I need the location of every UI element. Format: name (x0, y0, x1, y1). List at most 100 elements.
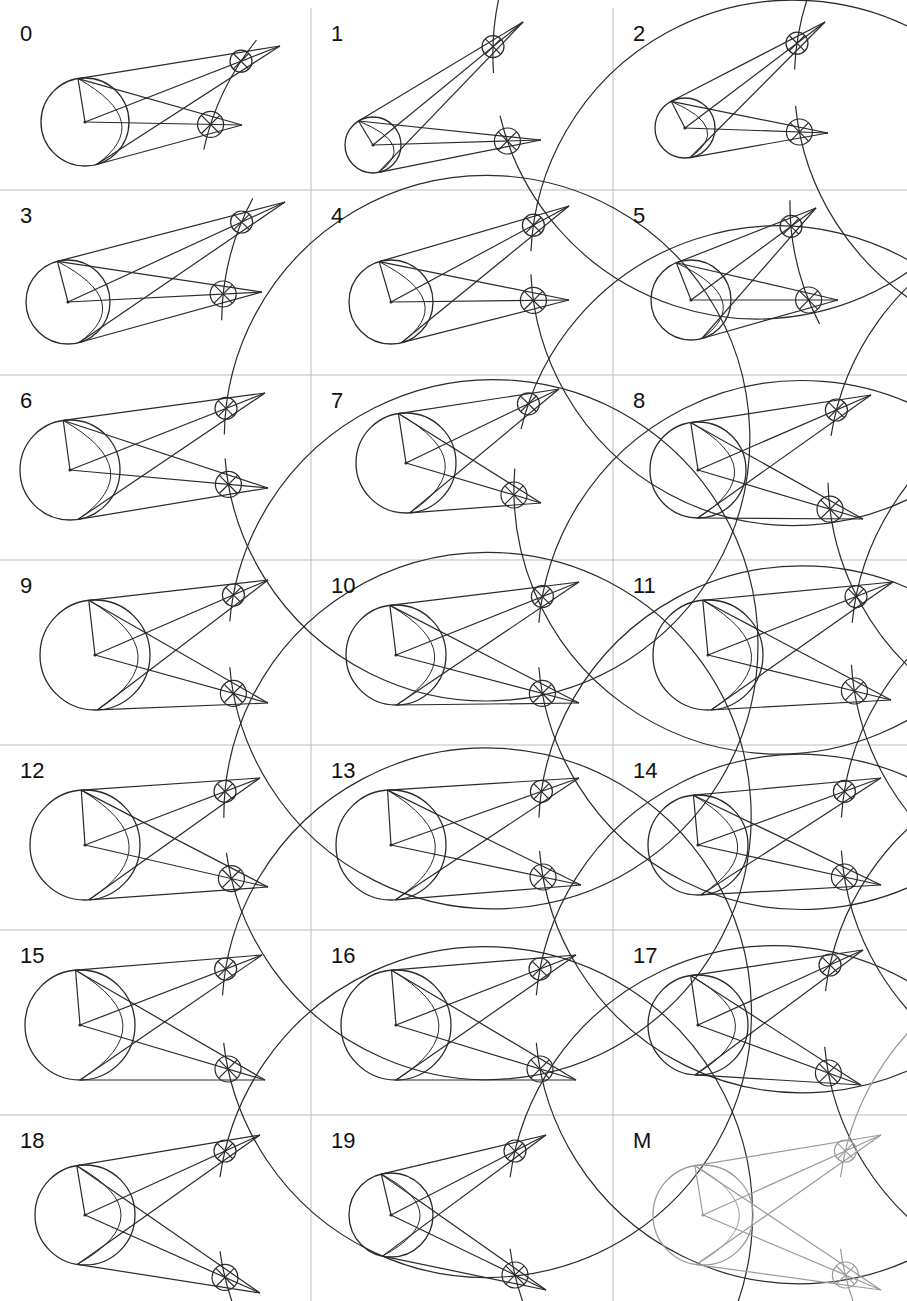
base-circle (653, 600, 763, 710)
cross-line (80, 955, 262, 1080)
radius-line (693, 795, 698, 845)
marker-cross (234, 214, 249, 229)
marker-cross (217, 1143, 232, 1158)
construction-sketch (336, 566, 907, 1093)
marker-circle (218, 866, 244, 892)
marker-cross (800, 291, 818, 309)
marker-circle (214, 780, 236, 802)
cross-line (382, 1135, 546, 1256)
cross-line (690, 22, 825, 158)
marker-cross (532, 961, 547, 976)
marker-circle (231, 211, 253, 233)
cross-line (397, 582, 579, 705)
marker-cross (789, 36, 804, 51)
cross-line (711, 582, 893, 710)
tangent-line (395, 885, 581, 900)
marker-cross (219, 1060, 237, 1078)
construction-arc (825, 757, 907, 1288)
marker-cross (524, 291, 542, 309)
construction-arc (841, 946, 907, 1301)
cross-line (97, 46, 280, 164)
construction-arc (539, 566, 907, 1093)
marker-cross (526, 218, 541, 233)
marker-circle (530, 864, 556, 890)
center-dot (696, 843, 699, 846)
tangent-line (401, 300, 569, 343)
construction-line (85, 1135, 260, 1215)
tangent-line (410, 503, 541, 513)
marker-cross (226, 587, 241, 602)
cross-line (396, 955, 576, 1080)
center-dot (389, 300, 392, 303)
cross-line (388, 790, 581, 885)
construction-sketch (25, 748, 751, 1278)
marker-cross (836, 1266, 854, 1284)
marker-cross (214, 285, 232, 303)
tangent-line (396, 1079, 576, 1080)
panel-number: 1 (331, 22, 343, 46)
construction-arc (536, 754, 907, 1284)
base-circle (30, 790, 140, 900)
panel-number: 5 (633, 204, 645, 228)
tangent-line (711, 700, 891, 710)
grid-line (613, 8, 614, 1301)
marker-cross (222, 870, 240, 888)
panel-number: 12 (20, 759, 44, 783)
tangent-line (80, 1079, 265, 1080)
marker-circle (786, 119, 812, 145)
marker-cross (790, 123, 808, 141)
marker-circle (817, 496, 843, 522)
marker-cross (822, 957, 837, 972)
cross-line (63, 420, 268, 488)
marker-circle (215, 958, 237, 980)
marker-cross (233, 54, 248, 69)
marker-cross (521, 396, 536, 411)
marker-cross (219, 475, 237, 493)
cross-line (410, 389, 559, 513)
tangent-line (695, 1135, 881, 1166)
construction-line (396, 955, 576, 1025)
construction-line (373, 140, 541, 145)
cross-line (381, 1174, 546, 1290)
tangent-line (691, 395, 871, 423)
marker-cross (534, 784, 549, 799)
radius-line (89, 600, 95, 655)
marker-circle (831, 864, 857, 890)
cross-line (77, 1135, 260, 1264)
marker-circle (531, 586, 553, 608)
marker-cross (829, 402, 844, 417)
center-dot (389, 843, 392, 846)
marker-cross (535, 589, 550, 604)
tangent-line (359, 22, 523, 121)
construction-arc (222, 198, 253, 320)
marker-circle (215, 1056, 241, 1082)
radius-line (691, 976, 698, 1025)
inner-arc (671, 101, 707, 157)
grid-line (0, 930, 907, 931)
radius-line (398, 414, 406, 463)
marker-cross (217, 784, 232, 799)
marker-circle (796, 287, 822, 313)
marker-cross (533, 684, 551, 702)
center-dot (83, 1213, 86, 1216)
construction-arc (828, 212, 907, 741)
marker-cross (837, 784, 852, 799)
radius-line (76, 970, 80, 1025)
construction-line (396, 1025, 576, 1080)
construction-arc (224, 175, 750, 701)
marker-circle (841, 678, 867, 704)
center-dot (404, 461, 407, 464)
construction-line (391, 778, 579, 845)
construction-sketch (20, 175, 750, 701)
radius-line (695, 1166, 703, 1215)
marker-circle (198, 111, 224, 137)
radius-line (391, 970, 396, 1025)
cross-line (671, 101, 828, 133)
construction-sketch (349, 946, 907, 1301)
marker-cross (233, 54, 248, 69)
cross-line (359, 121, 541, 140)
tangent-line (671, 22, 825, 101)
marker-cross (506, 1266, 524, 1284)
panel-number: 9 (20, 574, 32, 598)
